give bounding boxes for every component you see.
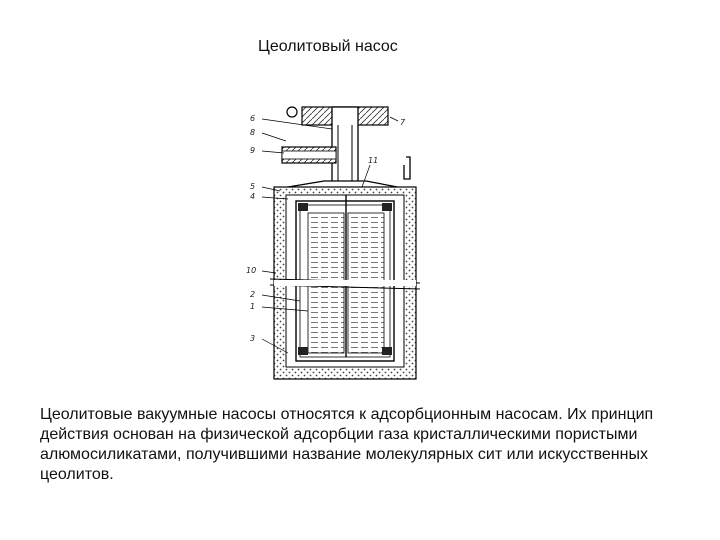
label-1: 1 bbox=[250, 302, 255, 311]
label-7: 7 bbox=[400, 118, 406, 127]
hook bbox=[403, 156, 411, 180]
label-4: 4 bbox=[250, 192, 255, 201]
label-3: 3 bbox=[250, 334, 255, 343]
slide-body-text: Цеолитовые вакуумные насосы относятся к … bbox=[40, 406, 654, 483]
label-9: 9 bbox=[250, 146, 255, 155]
label-11: 11 bbox=[368, 156, 378, 165]
label-6: 6 bbox=[250, 114, 255, 123]
slide-title: Цеолитовый насос bbox=[258, 38, 398, 55]
flange-bolt bbox=[286, 106, 298, 118]
label-10: 10 bbox=[246, 266, 256, 275]
label-8: 8 bbox=[250, 128, 255, 137]
zeolite-pump-diagram: 6 8 9 5 4 10 2 1 3 7 11 bbox=[246, 106, 421, 380]
label-2: 2 bbox=[250, 290, 255, 299]
label-5: 5 bbox=[250, 182, 255, 191]
